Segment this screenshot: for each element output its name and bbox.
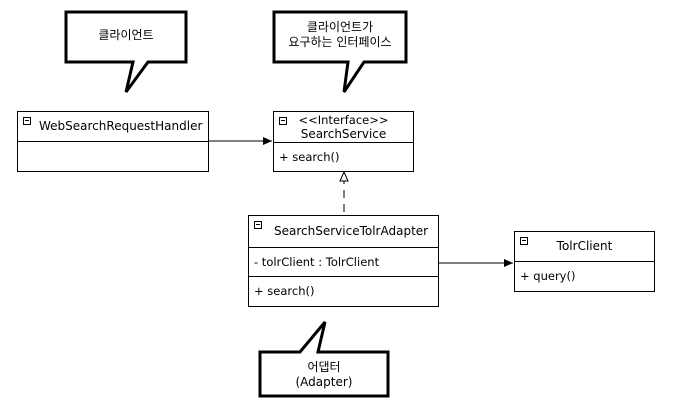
collapse-toggle-icon[interactable] [254,221,262,229]
interface-callout-label: 클라이언트가 요구하는 인터페이스 [274,20,406,50]
class-method: + query() [520,269,576,283]
class-header: <<Interface>> SearchService [274,112,413,143]
interface-callout-line1: 클라이언트가 [306,20,374,34]
class-body [18,142,208,171]
client-callout-shape [64,10,188,93]
class-header: TolrClient [515,232,654,262]
class-name: WebSearchRequestHandler [39,119,203,133]
class-search-service[interactable]: <<Interface>> SearchService + search() [273,111,414,172]
interface-callout-shape [272,10,408,93]
class-method: + search() [254,284,315,298]
class-name: TolrClient [556,239,613,253]
adapter-callout-line1: 어댑터 [307,360,341,374]
client-callout-label: 클라이언트 [66,28,186,43]
class-field: - tolrClient : TolrClient [249,248,438,277]
collapse-toggle-icon[interactable] [520,237,528,245]
class-header: SearchServiceTolrAdapter [249,216,438,248]
collapse-toggle-icon[interactable] [23,117,31,125]
class-stereotype: <<Interface>> [298,113,389,127]
class-web-search-request-handler[interactable]: WebSearchRequestHandler [17,111,209,172]
adapter-callout-shape [258,321,390,398]
class-header: WebSearchRequestHandler [18,112,208,142]
interface-callout-line2: 요구하는 인터페이스 [288,35,392,49]
adapter-callout-label: 어댑터 (Adapter) [260,360,388,390]
class-name: SearchServiceTolrAdapter [274,224,429,238]
realization-triangle-icon [339,170,349,182]
adapter-callout-line2: (Adapter) [295,375,353,389]
class-name: SearchService [300,127,387,141]
collapse-toggle-icon[interactable] [279,117,287,125]
class-search-service-tolr-adapter[interactable]: SearchServiceTolrAdapter - tolrClient : … [248,215,439,307]
class-method: + search() [279,150,340,164]
client-callout-text: 클라이언트 [98,28,154,42]
class-tolr-client[interactable]: TolrClient + query() [514,231,655,292]
